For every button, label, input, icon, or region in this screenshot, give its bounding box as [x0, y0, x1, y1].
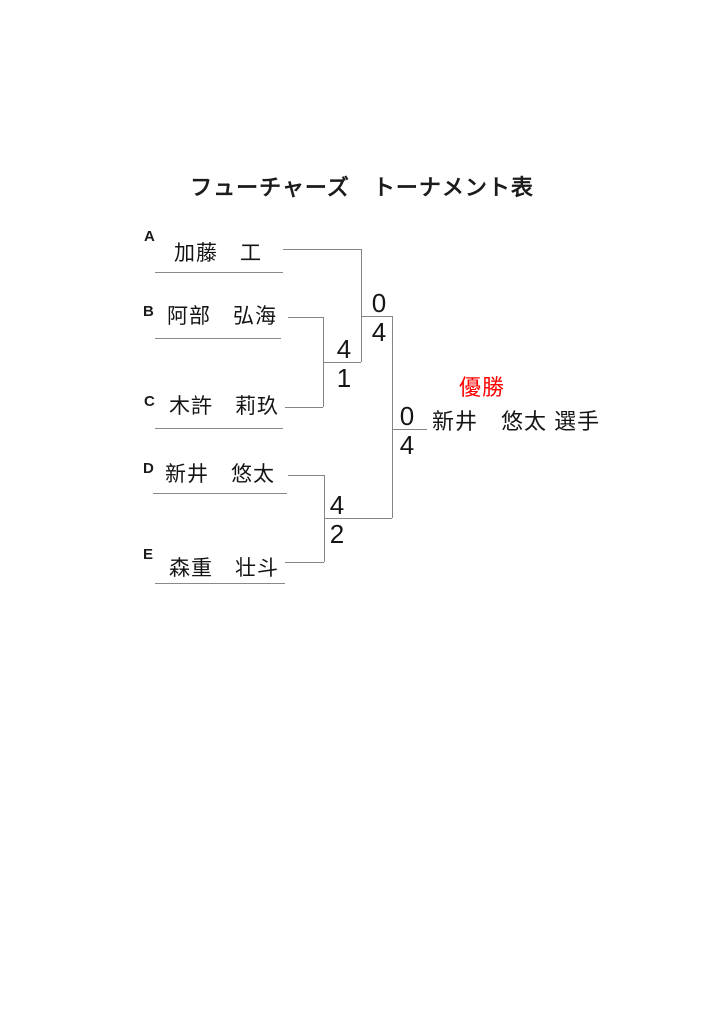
score-bc-top: 4 [336, 334, 352, 364]
bracket-line-de-winner [324, 518, 392, 519]
seed-label-c: C [144, 393, 155, 410]
seed-label-b: B [143, 303, 154, 320]
name-underline-b [155, 338, 281, 339]
page-title: フューチャーズ トーナメント表 [190, 175, 534, 200]
score-final-top: 0 [399, 401, 415, 431]
bracket-line-b [288, 317, 323, 318]
player-name-d: 新井 悠太 [165, 463, 275, 486]
score-semifinal-bottom: 4 [371, 317, 387, 347]
seed-label-a: A [144, 228, 155, 245]
bracket-vertical-semifinal-top [361, 249, 362, 362]
name-underline-c [155, 428, 283, 429]
score-final-bottom: 4 [399, 430, 415, 460]
name-underline-a [155, 272, 283, 273]
champion-name: 新井 悠太 選手 [432, 409, 601, 434]
bracket-line-final-winner [392, 429, 427, 430]
score-de-bottom: 2 [329, 519, 345, 549]
seed-label-e: E [143, 546, 154, 563]
player-name-b: 阿部 弘海 [167, 305, 277, 328]
player-name-e: 森重 壮斗 [169, 557, 279, 580]
seed-label-d: D [143, 460, 154, 477]
bracket-vertical-final [392, 316, 393, 518]
bracket-line-a [283, 249, 361, 250]
bracket-line-e [285, 562, 324, 563]
player-name-c: 木許 莉玖 [169, 395, 279, 418]
bracket-line-semifinal-top-winner [361, 316, 392, 317]
name-underline-d [153, 493, 287, 494]
bracket-line-c [285, 407, 323, 408]
name-underline-e [155, 583, 285, 584]
champion-label: 優勝 [459, 375, 506, 400]
score-de-top: 4 [329, 490, 345, 520]
bracket-line-bc-winner [323, 362, 361, 363]
score-bc-bottom: 1 [336, 363, 352, 393]
score-semifinal-top: 0 [371, 288, 387, 318]
player-name-a: 加藤 工 [174, 242, 262, 265]
bracket-line-d [288, 475, 324, 476]
